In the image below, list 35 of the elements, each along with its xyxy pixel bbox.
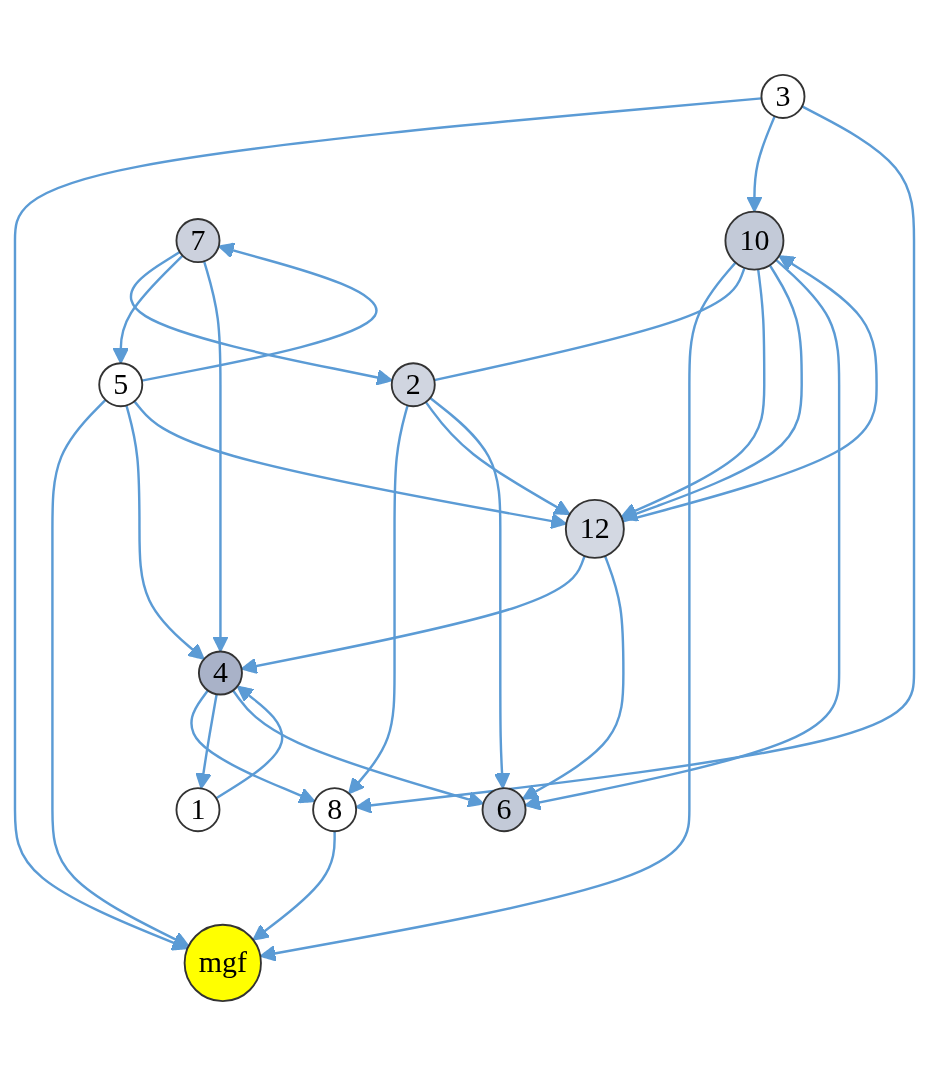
node-circle: 7 [175,218,221,263]
arrow [259,261,737,962]
arrow [190,689,316,804]
arrow [195,693,218,790]
node-circle: 1 [175,787,221,833]
arrow [141,242,378,382]
arrow [112,254,184,364]
arrow [522,555,625,800]
node-circle: 12 [564,498,625,559]
connector [434,267,746,382]
arrow [252,831,336,941]
arrow [125,405,205,660]
arrow [524,258,841,811]
arrow [355,105,916,814]
node-circle: 2 [390,362,436,408]
arrow [348,405,409,795]
node-circle: 4 [197,650,243,696]
arrow [232,689,485,808]
arrow [51,399,190,947]
node-circle: 10 [724,210,785,271]
arrow [429,397,511,789]
node-circle: 5 [98,362,144,408]
node-circle: 8 [312,787,358,833]
arrow [620,269,766,519]
arrow [424,401,571,516]
arrow [746,115,776,213]
node-circle: 6 [481,787,527,833]
arrow [621,264,803,522]
arrow [13,97,762,951]
arrow [622,255,878,523]
arrow [215,685,284,800]
node-circle: 3 [760,73,806,119]
arrow [202,260,229,653]
arrow [129,250,393,386]
node-circle: mgf [183,923,262,1003]
